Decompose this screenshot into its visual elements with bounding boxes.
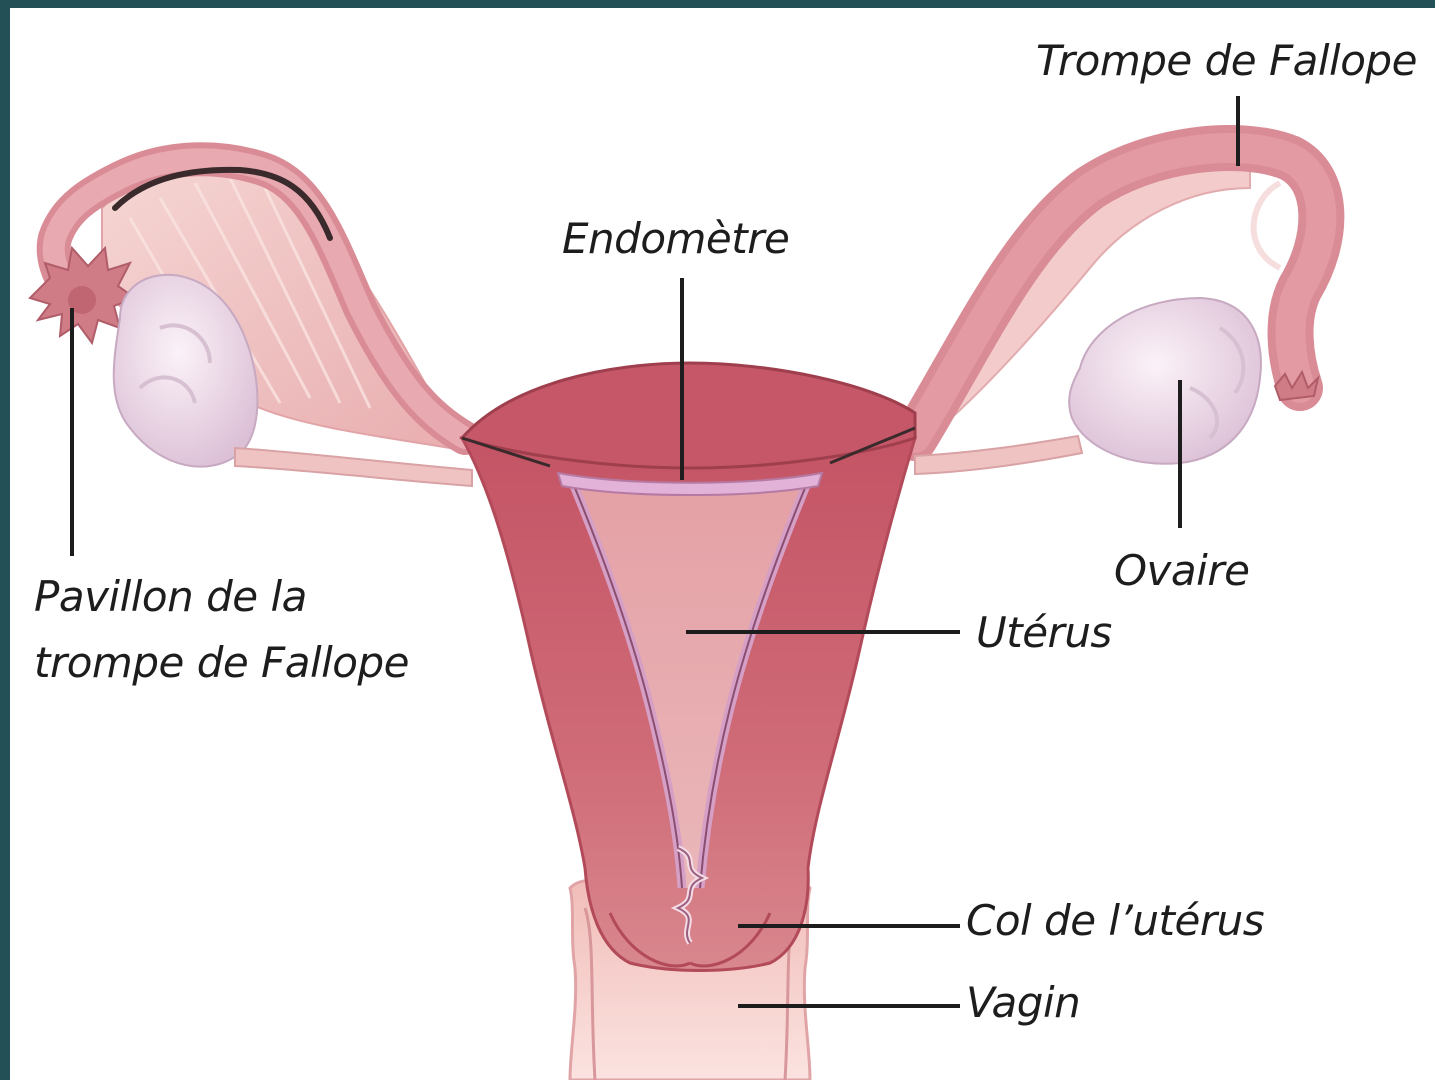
label-vagin: Vagin — [966, 978, 1080, 1028]
right-ovary — [1069, 298, 1261, 464]
left-ovarian-ligament — [235, 448, 472, 486]
label-trompe-de-fallope: Trompe de Fallope — [1036, 36, 1417, 86]
label-endometre: Endomètre — [562, 214, 789, 264]
label-ovaire: Ovaire — [1114, 546, 1249, 596]
right-ovarian-ligament — [915, 436, 1082, 474]
label-pavillon-line1: Pavillon de la — [34, 572, 307, 622]
diagram-canvas: Trompe de Fallope Endomètre Ovaire Pavil… — [10, 8, 1435, 1080]
label-pavillon-line2: trompe de Fallope — [34, 638, 409, 688]
label-uterus: Utérus — [976, 608, 1112, 658]
label-col-de-luterus: Col de l’utérus — [966, 896, 1264, 946]
uterus-body — [462, 363, 915, 971]
